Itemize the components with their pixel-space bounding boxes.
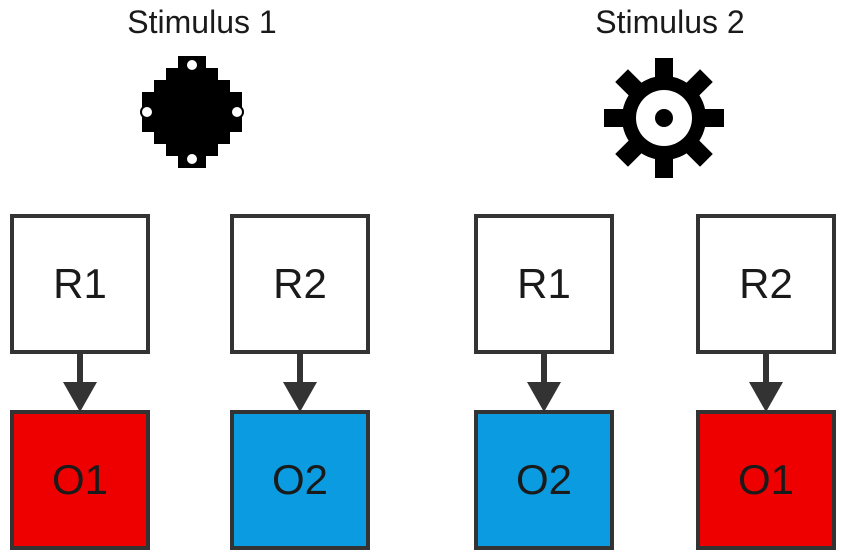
- arrow-down-icon: [527, 352, 561, 412]
- stim1-outcome-o2: O2: [230, 410, 370, 550]
- diamond-blob-icon: [140, 56, 244, 168]
- gear-icon: [604, 58, 724, 178]
- stim2-outcome-o2: O2: [474, 410, 614, 550]
- stim2-response-r1: R1: [474, 214, 614, 354]
- stim2-response-r2: R2: [696, 214, 836, 354]
- arrow-down-icon: [283, 352, 317, 412]
- arrow-down-icon: [63, 352, 97, 412]
- stim1-response-r2: R2: [230, 214, 370, 354]
- arrow-down-icon: [749, 352, 783, 412]
- stimulus-1-title: Stimulus 1: [127, 4, 277, 40]
- stim1-outcome-o1: O1: [10, 410, 150, 550]
- stim2-outcome-o1: O1: [696, 410, 836, 550]
- stimulus-2-title: Stimulus 2: [595, 4, 745, 40]
- stim1-response-r1: R1: [10, 214, 150, 354]
